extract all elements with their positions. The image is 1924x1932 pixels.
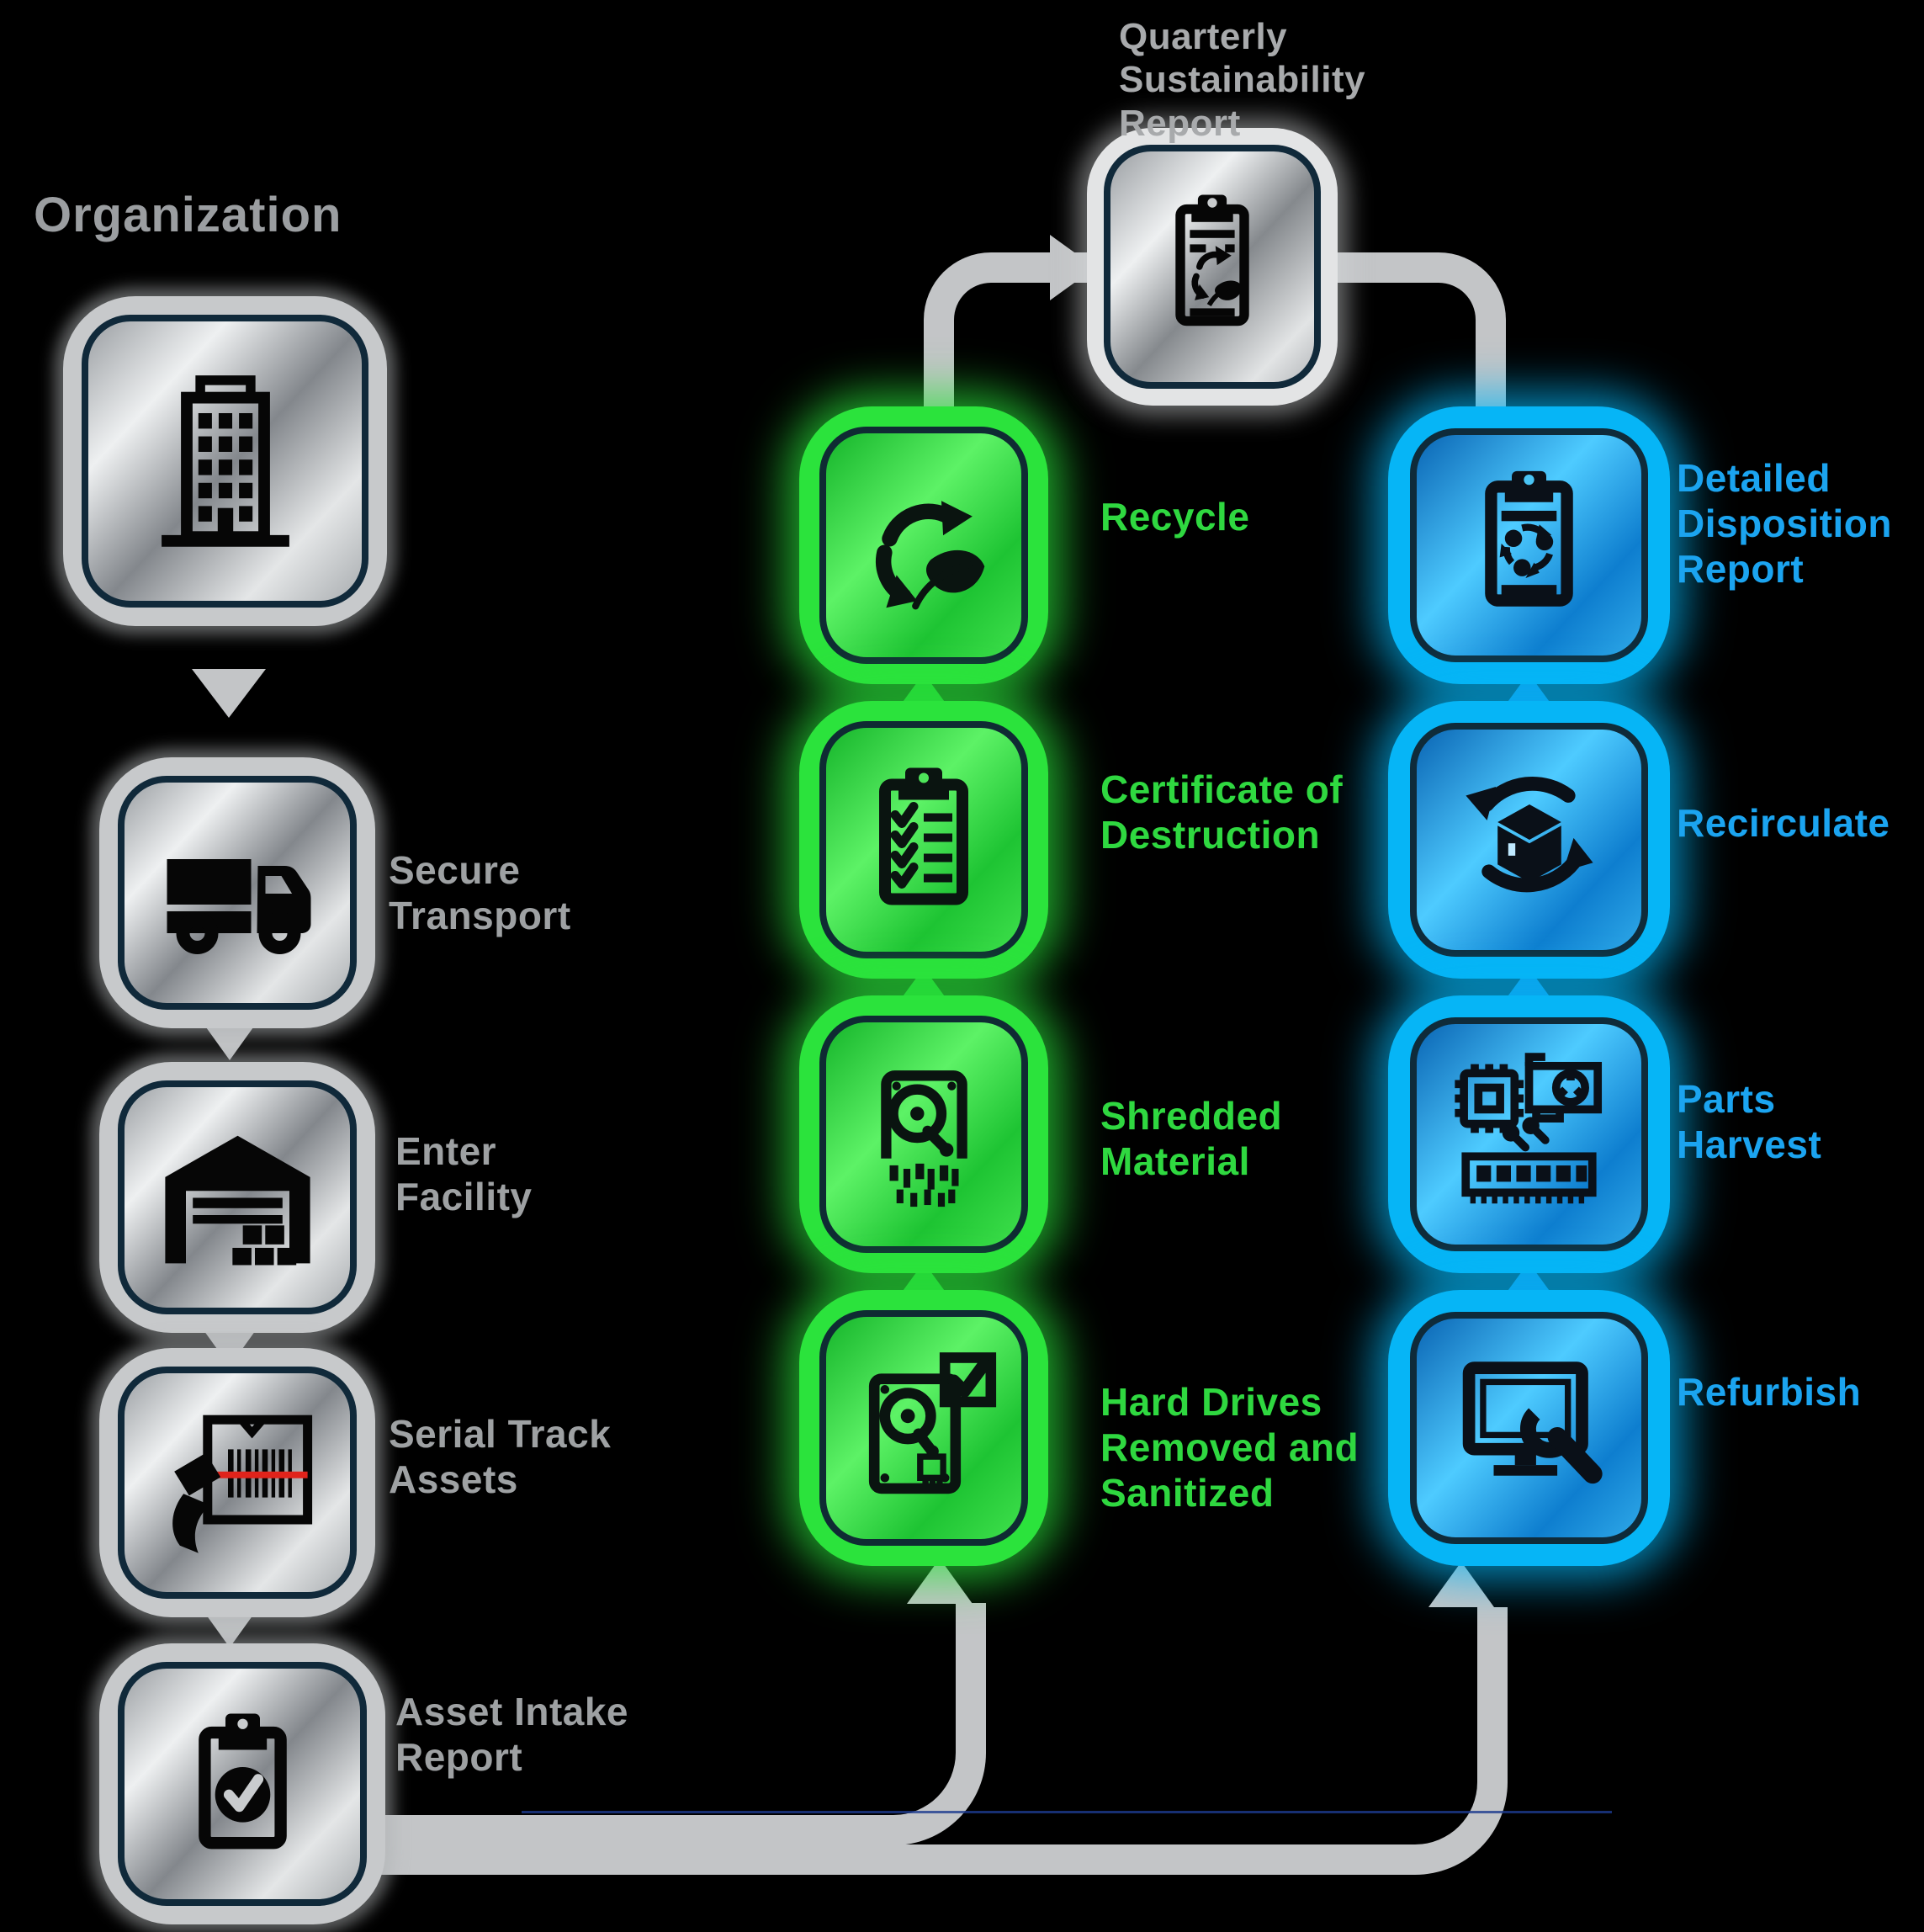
node-certificate-of-destruction [799,701,1048,979]
node-detailed-disposition-report [1388,406,1670,684]
node-recycle [799,406,1048,684]
node-shredded-material [799,995,1048,1273]
node-hard-drives-sanitized [799,1290,1048,1566]
connector-separator-line [522,1811,1612,1813]
down-arrow-org-to-transport [192,669,266,718]
label-shredded-material: Shredded Material [1100,1094,1283,1183]
recycle-leaf-icon [875,500,984,609]
connector-intake-to-blue-column [377,1607,1508,1875]
warehouse-icon [164,1135,310,1265]
label-refurbish: Refurbish [1677,1370,1862,1414]
monitor-wrench-icon [1462,1361,1603,1484]
node-enter-facility [99,1062,375,1333]
node-parts-harvest [1388,995,1670,1273]
org-column-title: Organization [34,188,342,242]
arrowhead-up-into-harddrives [907,1558,973,1604]
node-recirculate [1388,701,1670,979]
label-hard-drives-sanitized: Hard Drives Removed and Sanitized [1100,1380,1360,1515]
node-organization [63,296,387,626]
connector-intake-to-green-column [377,1603,986,1845]
label-secure-transport: Secure Transport [389,848,571,937]
arrowhead-up-into-refurbish [1428,1562,1494,1607]
clipboard-recycle-icon [1175,194,1249,326]
node-secure-transport [99,757,375,1028]
barcode-scanner-icon [172,1414,313,1553]
node-refurbish [1388,1290,1670,1566]
label-parts-harvest: Parts Harvest [1677,1077,1822,1166]
label-recirculate: Recirculate [1677,801,1890,845]
clipboard-cycle-icon [1485,470,1573,607]
node-serial-track-assets [99,1348,375,1617]
shredded-drive-icon [880,1070,967,1208]
harddrive-check-icon [868,1351,997,1494]
node-asset-intake-report [99,1643,385,1924]
computer-parts-icon [1455,1052,1603,1203]
label-detailed-disposition-report: Detailed Disposition Report [1677,456,1892,591]
label-quarterly-sustainability-report: Quarterly Sustainability Report [1119,16,1366,144]
clipboard-check-icon [198,1712,287,1849]
label-certificate-of-destruction: Certificate of Destruction [1100,767,1344,857]
laser-line [188,1471,308,1478]
building-icon [161,374,289,547]
label-recycle: Recycle [1100,495,1250,539]
box-cycle-icon [1465,776,1593,893]
label-enter-facility: Enter Facility [395,1129,533,1218]
node-quarterly-sustainability-report [1087,128,1338,406]
label-asset-intake-report: Asset Intake Report [395,1690,629,1779]
label-serial-track-assets: Serial Track Assets [389,1412,612,1501]
truck-icon [167,859,310,954]
clipboard-checklist-icon [879,767,968,905]
